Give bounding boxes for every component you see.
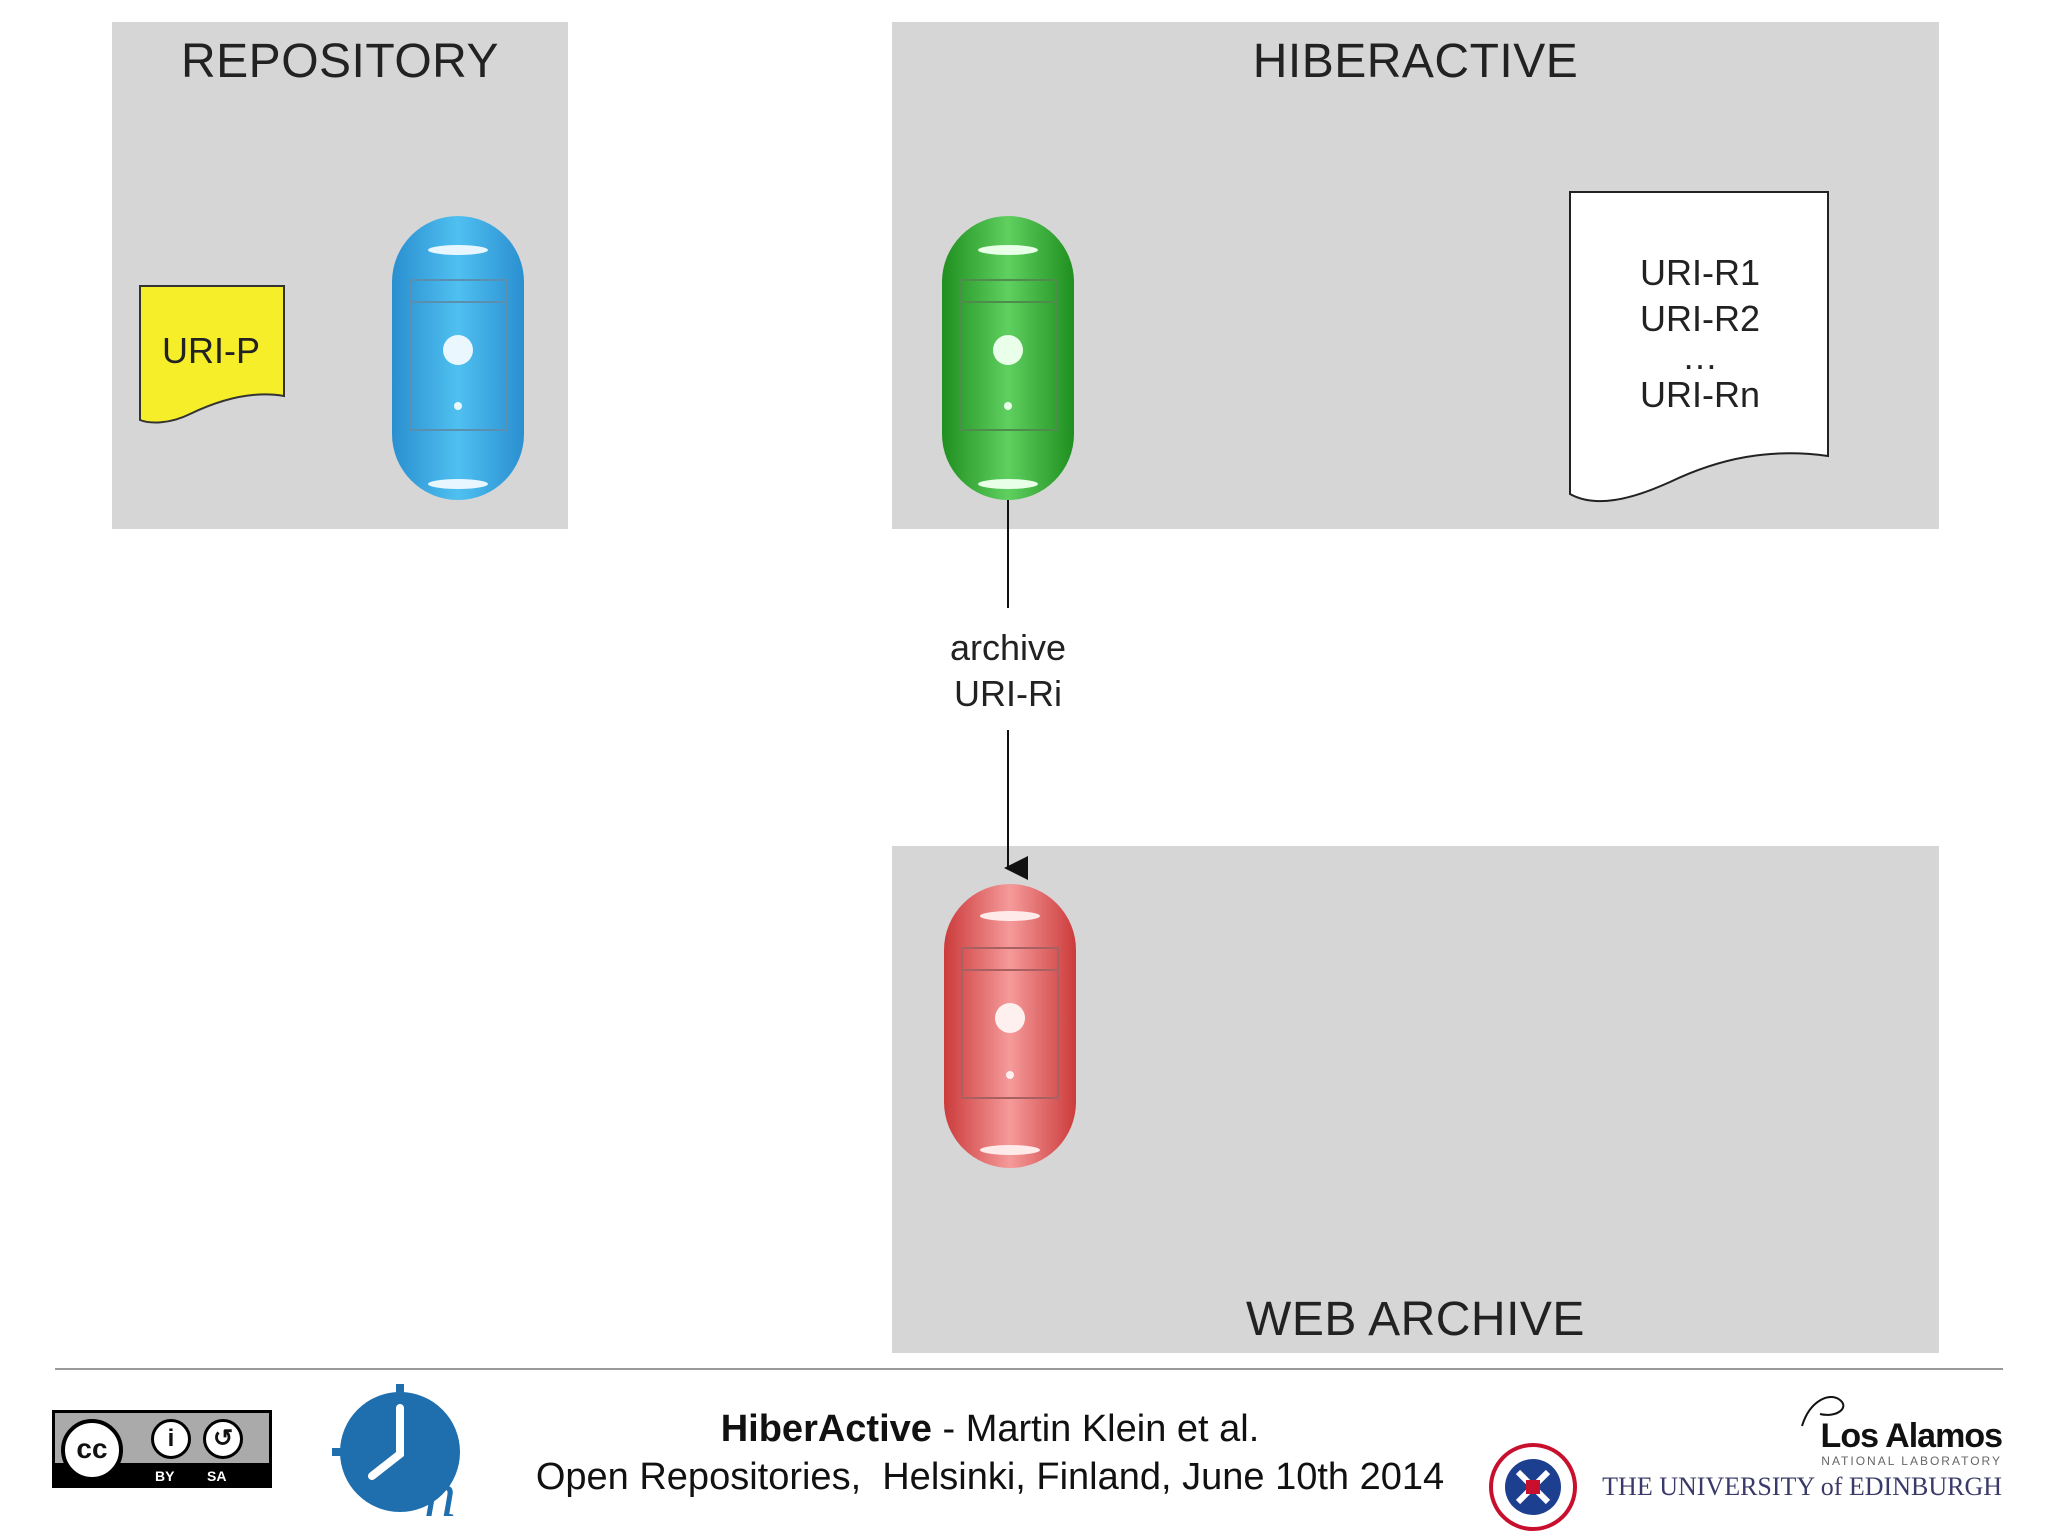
share-alike-icon: ↺ (203, 1419, 243, 1459)
web-archive-title: WEB ARCHIVE (1246, 1293, 1585, 1346)
footer-title: HiberActive - Martin Klein et al. (490, 1405, 1490, 1453)
los-alamos-swoosh-icon (1801, 1396, 1845, 1427)
cc-by-sa-badge: cc i ↺ BY SA (52, 1410, 272, 1488)
uri-list-item: URI-R1 (1639, 252, 1760, 293)
archive-label-line1: archive (949, 627, 1067, 668)
cc-mark: cc (76, 1433, 108, 1464)
svg-text:h: h (424, 1459, 456, 1524)
uri-p-document-icon (139, 285, 285, 424)
edinburgh-crest-logo (1489, 1443, 1577, 1531)
los-alamos-name: Los Alamos (1820, 1417, 2003, 1455)
archive-arrow-label: archive URI-Ri (930, 625, 1086, 717)
footer-title-bold: HiberActive (720, 1408, 932, 1450)
web-archive-server-icon (944, 884, 1076, 1168)
uri-list-item: URI-R2 (1639, 298, 1760, 339)
repository-title: REPOSITORY (181, 35, 499, 88)
hiberactive-title: HIBERACTIVE (1252, 35, 1579, 88)
cc-icon: cc (61, 1419, 123, 1481)
edinburgh-name: THE UNIVERSITY of EDINBURGH (1602, 1472, 2002, 1501)
footer-title-rest: - Martin Klein et al. (931, 1408, 1260, 1450)
uri-list: URI-R1 URI-R2 … URI-Rn (1580, 250, 1820, 418)
footer-event: Open Repositories, Helsinki, Finland, Ju… (535, 1456, 1445, 1498)
repository-server-icon (392, 216, 524, 500)
hiberactive-server-icon (942, 216, 1074, 500)
uri-list-item: … (1682, 336, 1718, 377)
footer-divider (55, 1368, 2003, 1370)
los-alamos-logo: Los Alamos NATIONAL LABORATORY (1770, 1388, 2003, 1468)
los-alamos-subtitle: NATIONAL LABORATORY (1821, 1454, 2002, 1468)
attribution-icon: i (151, 1419, 191, 1459)
uri-list-item: URI-Rn (1639, 374, 1760, 415)
hiberactive-clock-logo: h (332, 1384, 460, 1524)
archive-label-line2: URI-Ri (954, 673, 1062, 714)
cc-by-label: BY (155, 1468, 175, 1484)
uri-list-document-icon (1569, 191, 1829, 503)
cc-sa-label: SA (207, 1468, 227, 1484)
uri-p-label: URI-P (162, 330, 260, 371)
